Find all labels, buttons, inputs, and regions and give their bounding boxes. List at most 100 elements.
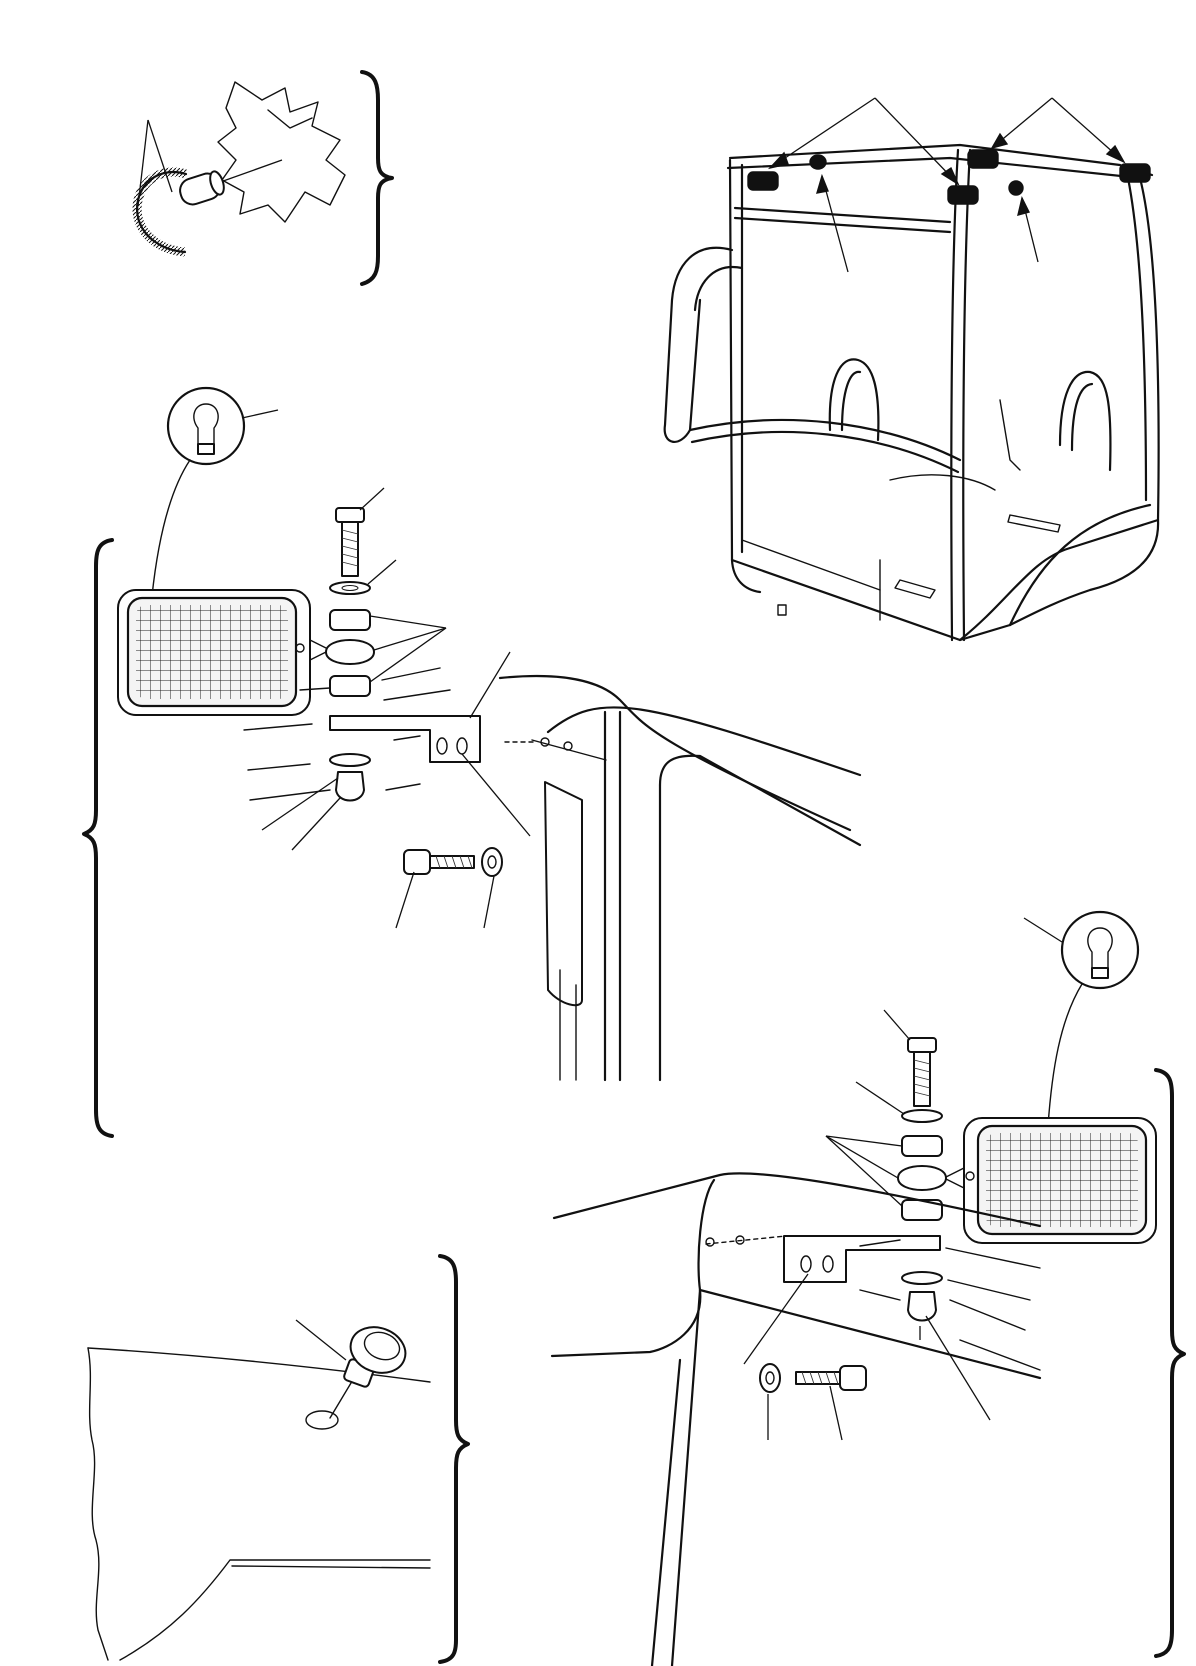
roof-lamp-front-left	[747, 171, 779, 191]
left-lamp-group	[82, 386, 862, 1138]
leader-side-bolt-right	[829, 1385, 843, 1441]
bulb-holder-end	[209, 170, 225, 196]
leader-bulb-to-lamp-right	[1047, 983, 1083, 1127]
leader-rubber-2-right	[825, 1135, 899, 1179]
knob-cap	[349, 1326, 407, 1374]
cab-pillar-front-right	[950, 148, 960, 642]
cab-pillar-rear-right	[1138, 176, 1160, 522]
cab-pillar-lower-left	[559, 969, 577, 1081]
panel-top-edge	[87, 1347, 431, 1383]
brace-right-lamp	[1154, 1068, 1186, 1658]
mounting-bracket-right	[783, 1235, 941, 1283]
right-lamp-group	[550, 910, 1186, 1666]
cab-hole-1-left	[540, 737, 550, 747]
leader-clip-panel	[211, 159, 283, 186]
roof-lamp-rear-right	[1119, 163, 1151, 183]
cab-floor-panel	[741, 439, 881, 591]
lamp-grille-left	[136, 605, 288, 699]
cab-step-plate	[1007, 514, 1061, 533]
cab-seat-arch-right	[1058, 370, 1112, 472]
brace-clip	[360, 70, 394, 286]
lamp-screw-right	[965, 1171, 975, 1181]
cab-corner-roof-right	[552, 1172, 1042, 1228]
leader-bolt-right	[883, 1009, 911, 1041]
nut-left	[335, 771, 365, 802]
mounting-bracket-left	[329, 715, 481, 763]
leader-knob	[295, 1319, 347, 1361]
cab-hole-1-right	[705, 1237, 715, 1247]
c-clip-knurl	[132, 167, 188, 257]
leader-clip-2	[137, 119, 149, 207]
washer-bottom-right	[901, 1271, 943, 1285]
roof-lamp-front-right	[947, 185, 979, 205]
cab-fender-inner	[1008, 503, 1152, 627]
bolt-head-right	[907, 1037, 937, 1053]
leader-washer-top-right	[855, 1081, 905, 1115]
cab-hole-2-right	[735, 1235, 745, 1245]
cab-body-curve	[958, 518, 1160, 642]
cab-window-frame-right	[698, 1288, 1042, 1380]
cab-pillar-right-a	[650, 1358, 682, 1666]
rubber-mount-lower-left	[329, 675, 371, 697]
leader-bracket-holes-right	[743, 1273, 809, 1365]
leader-nut-right	[925, 1315, 991, 1421]
bracket-hole-1-right	[800, 1255, 812, 1273]
knob-cap-face	[363, 1331, 401, 1361]
leader-bracket-left	[469, 651, 511, 719]
cab-left-handrail	[663, 246, 734, 443]
arrow-pair-front	[767, 97, 960, 186]
cab-floor-front	[730, 558, 1012, 642]
leader-bulb-to-lamp-left	[151, 459, 191, 597]
side-bolt-head-right	[839, 1365, 867, 1391]
side-bolt-thread-right	[801, 1371, 839, 1385]
bulb-glass-left	[193, 403, 219, 447]
exploded-guide-lines-left	[243, 667, 451, 801]
nut-right	[907, 1291, 937, 1322]
cab-front-beam	[733, 216, 952, 234]
arrow-pair-rear	[990, 97, 1126, 164]
cab-hole-centerline-right	[705, 1235, 787, 1245]
cab-waist-beam-inner	[690, 430, 960, 474]
cab-trim-panel-left	[544, 781, 583, 1007]
clip-group	[132, 70, 394, 286]
leader-rubber-2-left	[373, 627, 447, 651]
bracket-hole-2-right	[822, 1255, 834, 1273]
bolt-head-left	[335, 507, 365, 523]
cab-pillar-front-left	[728, 158, 762, 594]
side-bolt-head-left	[403, 849, 431, 875]
dome-light-left	[809, 154, 827, 170]
leader-side-washer-left	[483, 875, 495, 929]
rubber-ball-left	[325, 639, 375, 665]
cab-left-handrail-inner	[693, 265, 744, 312]
bulb-base-left	[197, 443, 215, 455]
leader-washer-top-left	[367, 559, 397, 585]
leader-bulb-right	[1023, 917, 1063, 943]
leader-bulb-left	[241, 409, 279, 419]
cab-console	[889, 474, 996, 491]
brace-knob	[438, 1254, 470, 1664]
leader-bolt-left	[359, 487, 385, 511]
cab-fender	[1008, 518, 1160, 627]
cab-roof-front	[728, 143, 1154, 177]
cab-window-inner-right	[959, 1339, 1041, 1371]
knob-axis	[329, 1377, 355, 1419]
ceiling-panel	[217, 81, 346, 223]
cab-seat-arch-left-inner	[840, 370, 862, 432]
leader-nut-left	[261, 777, 339, 831]
washer-top-right	[901, 1109, 943, 1123]
cab-front-beam-top	[733, 206, 952, 224]
brace-left-lamp	[82, 538, 114, 1138]
cab-pillar-rear-right-inner	[1126, 176, 1148, 502]
cab-seat-arch-left	[828, 358, 880, 442]
side-washer-left	[481, 847, 503, 877]
panel-left-edge	[87, 1347, 109, 1661]
roof-lamp-rear-left	[967, 149, 999, 169]
lamp-screw-left	[295, 643, 305, 653]
cab-pillar-front-right-inner	[962, 148, 972, 642]
cab-hole-2-left	[563, 741, 573, 751]
bulb-base-right	[1091, 967, 1109, 979]
cab-pillar-right-b	[670, 1288, 702, 1666]
leader-rubber-1-left	[369, 615, 447, 629]
side-bolt-thread-left	[435, 855, 473, 869]
knob-socket	[305, 1410, 339, 1430]
